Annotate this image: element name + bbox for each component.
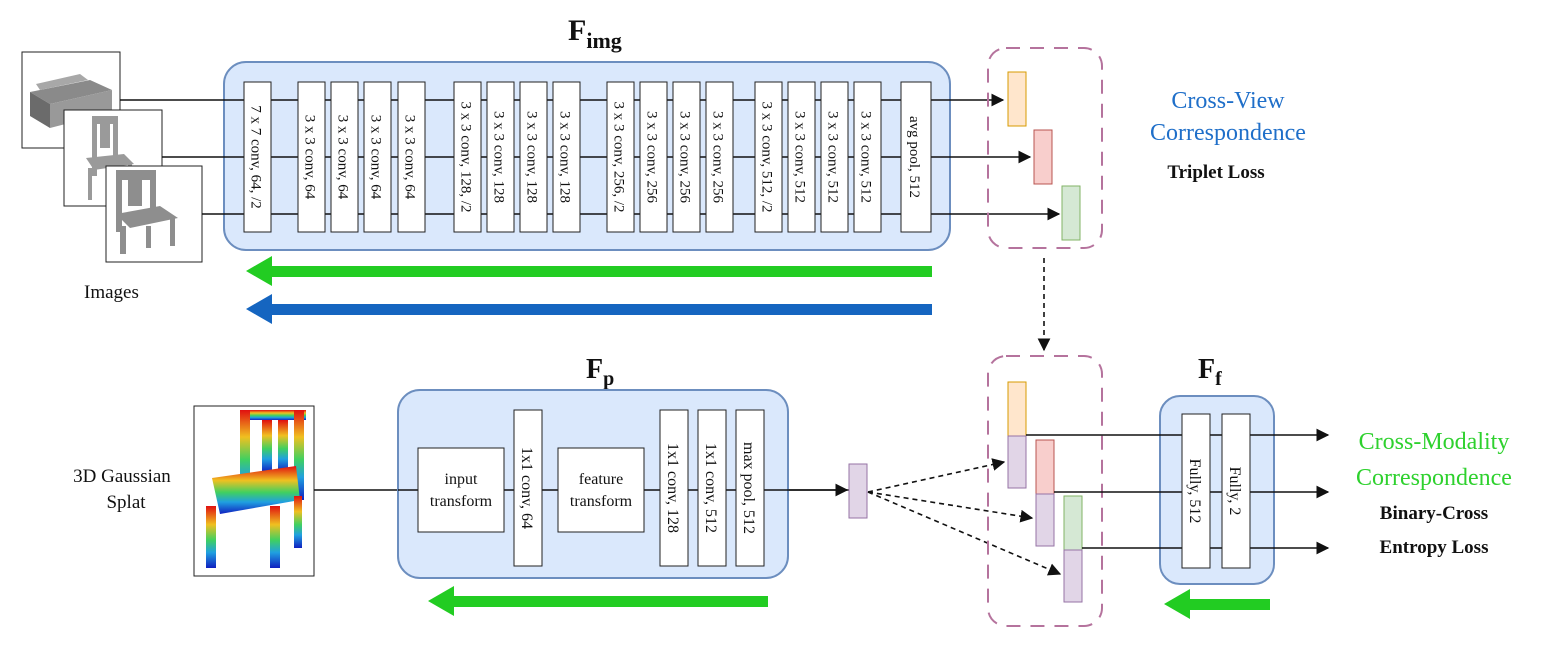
img-layer-block bbox=[820, 81, 849, 233]
img-layer-label: 3 x 3 conv, 256 bbox=[710, 111, 726, 203]
f-p-title: Fp bbox=[586, 354, 614, 390]
feature-view-2 bbox=[1033, 129, 1053, 185]
triplet-loss-label: Triplet Loss bbox=[1167, 162, 1264, 183]
pair1-image-feature bbox=[1007, 381, 1027, 437]
img-layer-block bbox=[606, 81, 635, 233]
img-layer-label: 7 x 7 conv, 64, /2 bbox=[248, 105, 264, 209]
pair3-point-feature bbox=[1063, 549, 1083, 603]
splat-label-line2: Splat bbox=[106, 492, 146, 513]
feature-view-3 bbox=[1061, 185, 1081, 241]
p-conv64-block bbox=[513, 409, 543, 567]
img-layer-block bbox=[453, 81, 482, 233]
bce-loss-line1: Binary-Cross bbox=[1380, 503, 1488, 524]
f-fully512-block bbox=[1181, 413, 1211, 569]
img-layer-label: 3 x 3 conv, 512 bbox=[858, 111, 874, 203]
pair3-image-feature bbox=[1063, 495, 1083, 551]
p-conv128-label: 1x1 conv, 128 bbox=[664, 443, 681, 533]
img-layer-label: 3 x 3 conv, 64 bbox=[335, 115, 351, 200]
img-layer-block bbox=[900, 81, 932, 233]
pair2-point-feature bbox=[1035, 493, 1055, 547]
img-layer-label: 3 x 3 conv, 128 bbox=[491, 111, 507, 203]
feature-view-1 bbox=[1007, 71, 1027, 127]
img-layer-label: 3 x 3 conv, 256, /2 bbox=[611, 101, 627, 212]
cross-modality-line2: Correspondence bbox=[1356, 465, 1512, 491]
img-layer-label: 3 x 3 conv, 512 bbox=[825, 111, 841, 203]
f-f-panel bbox=[1159, 395, 1275, 585]
img-layer-block bbox=[297, 81, 326, 233]
p-conv512-block bbox=[697, 409, 727, 567]
img-layer-label: 3 x 3 conv, 64 bbox=[402, 115, 418, 200]
chair-icon bbox=[116, 170, 178, 254]
backprop-arrow-p bbox=[428, 586, 768, 616]
p-conv128-block bbox=[659, 409, 689, 567]
pair2-image-feature bbox=[1035, 439, 1055, 495]
p-maxpool-label: max pool, 512 bbox=[740, 442, 757, 534]
img-layer-label: 3 x 3 conv, 128, /2 bbox=[458, 101, 474, 212]
img-layer-block bbox=[243, 81, 272, 233]
splat-label-line1: 3D Gaussian bbox=[73, 466, 171, 487]
cross-modality-feature-box bbox=[987, 355, 1103, 627]
input-transform-line2: transform bbox=[430, 493, 493, 510]
point-feature-fanout bbox=[867, 458, 1062, 576]
img-layer-block bbox=[330, 81, 359, 233]
f-fully512-label: Fully, 512 bbox=[1186, 459, 1203, 524]
img-layer-label: 3 x 3 conv, 128 bbox=[557, 111, 573, 203]
img-layer-label: 3 x 3 conv, 64 bbox=[368, 115, 384, 200]
cross-view-line2: Correspondence bbox=[1150, 120, 1306, 146]
img-layer-block bbox=[519, 81, 548, 233]
bce-loss-line2: Entropy Loss bbox=[1380, 537, 1489, 558]
img-layer-block bbox=[639, 81, 668, 233]
img-layer-label: 3 x 3 conv, 256 bbox=[644, 111, 660, 203]
img-layer-block bbox=[363, 81, 392, 233]
cross-modality-line1: Cross-Modality bbox=[1359, 429, 1510, 455]
input-transform-block bbox=[417, 447, 505, 533]
backprop-arrow-f bbox=[1164, 589, 1270, 619]
img-layer-block bbox=[672, 81, 701, 233]
img-layer-block bbox=[705, 81, 734, 233]
feature-transform-block bbox=[557, 447, 645, 533]
pair1-point-feature bbox=[1007, 435, 1027, 489]
img-layer-block bbox=[754, 81, 783, 233]
cross-view-line1: Cross-View bbox=[1171, 88, 1285, 114]
f-img-title: Fimg bbox=[568, 14, 622, 53]
p-conv512-label: 1x1 conv, 512 bbox=[702, 443, 719, 533]
cross-view-feature-box bbox=[987, 47, 1103, 249]
img-layer-block bbox=[853, 81, 882, 233]
img-layer-label: 3 x 3 conv, 512, /2 bbox=[759, 101, 775, 212]
p-maxpool-block bbox=[735, 409, 765, 567]
point-feature bbox=[848, 463, 868, 519]
images-label: Images bbox=[84, 282, 139, 303]
gaussian-splat-chair bbox=[206, 410, 306, 568]
img-layer-block bbox=[552, 81, 581, 233]
p-conv64-label: 1x1 conv, 64 bbox=[518, 447, 535, 529]
f-fully2-label: Fully, 2 bbox=[1226, 467, 1243, 516]
image-thumbnails bbox=[21, 51, 203, 263]
img-layer-block bbox=[787, 81, 816, 233]
f-fully2-block bbox=[1221, 413, 1251, 569]
img-layer-block bbox=[397, 81, 426, 233]
img-layer-label: 3 x 3 conv, 64 bbox=[302, 115, 318, 200]
backprop-arrows-img bbox=[246, 256, 932, 324]
feature-transform-line2: transform bbox=[570, 493, 633, 510]
f-f-title: Ff bbox=[1198, 354, 1222, 390]
img-layer-block bbox=[486, 81, 515, 233]
f-img-layers: 7 x 7 conv, 64, /2 3 x 3 conv, 64 3 x 3 co… bbox=[243, 81, 932, 233]
feature-transform-line1: feature bbox=[579, 471, 623, 488]
img-layer-label: 3 x 3 conv, 128 bbox=[524, 111, 540, 203]
img-layer-label: 3 x 3 conv, 512 bbox=[792, 111, 808, 203]
img-layer-label: 3 x 3 conv, 256 bbox=[677, 111, 693, 203]
img-layer-label: avg pool, 512 bbox=[906, 116, 922, 198]
input-transform-line1: input bbox=[445, 471, 478, 488]
